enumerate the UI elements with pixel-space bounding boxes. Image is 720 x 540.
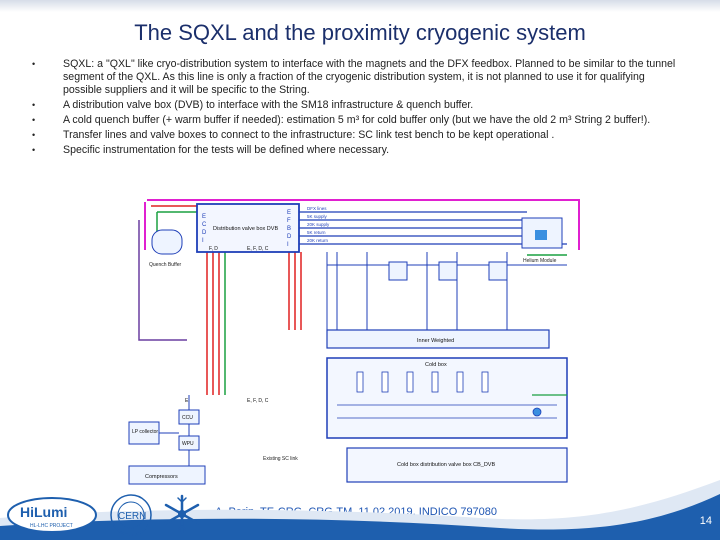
bullet-dot: • (32, 130, 36, 140)
bullet-item: • Specific instrumentation for the tests … (30, 144, 685, 157)
bullet-dot: • (32, 145, 36, 155)
dvb-left-letter: I (202, 238, 204, 244)
hilumi-logo: HiLumi HL-LHC PROJECT (7, 497, 97, 533)
header-line-label: 20K return (307, 238, 329, 243)
dvb-box (196, 203, 300, 253)
cold-box-label: Cold box (425, 362, 447, 368)
bullet-item: • Transfer lines and valve boxes to conne… (30, 129, 685, 142)
dvb-right-letter: E (287, 210, 291, 216)
bullet-text: A cold quench buffer (+ warm buffer if n… (63, 114, 651, 126)
dvb-right-letter: F (287, 218, 291, 224)
bullet-text: SQXL: a "QXL" like cryo-distribution sys… (63, 58, 676, 96)
lp-collector-label: LP collector (132, 429, 158, 435)
quench-buffer-label: Quench Buffer (149, 262, 181, 268)
helium-module-label: Helium Module (523, 258, 557, 264)
bullet-item: • A distribution valve box (DVB) to inter… (30, 99, 685, 112)
valve-box (488, 261, 508, 281)
bullet-text: A distribution valve box (DVB) to interf… (63, 99, 474, 111)
cold-box-dvb-label: Cold box distribution valve box CB_DVB (397, 462, 495, 468)
cern-logo: CERN (110, 494, 152, 536)
quench-buffer-tank (151, 229, 183, 255)
compressors-label: Compressors (145, 474, 178, 480)
header-line-label: 5K return (307, 230, 326, 235)
dvb-bottom-left: F, D (209, 246, 218, 252)
valve-box (388, 261, 408, 281)
bullet-dot: • (32, 59, 36, 69)
gas-pressure-label: Existing SC link (263, 456, 298, 462)
bullet-dot: • (32, 100, 36, 110)
hilumi-logo-subtext: HL-LHC PROJECT (30, 523, 73, 529)
bottom-left-letter: E (185, 398, 189, 404)
dvb-right-letter: B (287, 226, 291, 232)
cold-box (326, 357, 568, 439)
cold-box-dvb (346, 447, 568, 483)
dvb-left-letter: E (202, 214, 206, 220)
top-bar (0, 0, 720, 12)
dvb-left-letter: C (202, 222, 207, 228)
cern-logo-text: CERN (118, 511, 146, 522)
bullet-item: • SQXL: a "QXL" like cryo-distribution sy… (30, 58, 685, 97)
inner-weighted-label: Inner Weighted (417, 338, 454, 344)
slide-title: The SQXL and the proximity cryogenic sys… (134, 20, 586, 45)
compressors-box (128, 465, 206, 485)
ccu-label: CCU (182, 415, 193, 421)
bottom-letters: E, F, D, C (247, 398, 269, 404)
hilumi-logo-text: HiLumi (20, 504, 67, 520)
page-number: 14 (699, 515, 712, 527)
bullet-list: • SQXL: a "QXL" like cryo-distribution sy… (30, 58, 685, 159)
wpu-label: WPU (182, 441, 194, 447)
bullet-text: Specific instrumentation for the tests w… (63, 144, 390, 156)
bullet-item: • A cold quench buffer (+ warm buffer if … (30, 114, 685, 127)
dvb-label: Distribution valve box DVB (213, 226, 278, 232)
valve-box (438, 261, 458, 281)
purple-line (138, 220, 187, 341)
bullet-text: Transfer lines and valve boxes to connec… (63, 129, 555, 141)
cold-box-components (337, 371, 557, 419)
dvb-right-letter: D (287, 234, 292, 240)
magenta-line (147, 199, 580, 250)
bullet-dot: • (32, 115, 36, 125)
cryogenic-diagram: DFX lines 5K supply 20K supply 5K return… (127, 190, 582, 490)
dvb-bottom-right: E, F, D, C (247, 246, 269, 252)
header-line-label: 20K supply (307, 222, 330, 227)
dvb-left-letter: D (202, 230, 207, 236)
dvb-right-letter: I (287, 242, 289, 248)
inner-weighted-box (326, 329, 550, 349)
header-line-label: DFX lines (307, 206, 327, 211)
snowflake-icon (164, 494, 200, 534)
header-line-label: 5K supply (307, 214, 328, 219)
